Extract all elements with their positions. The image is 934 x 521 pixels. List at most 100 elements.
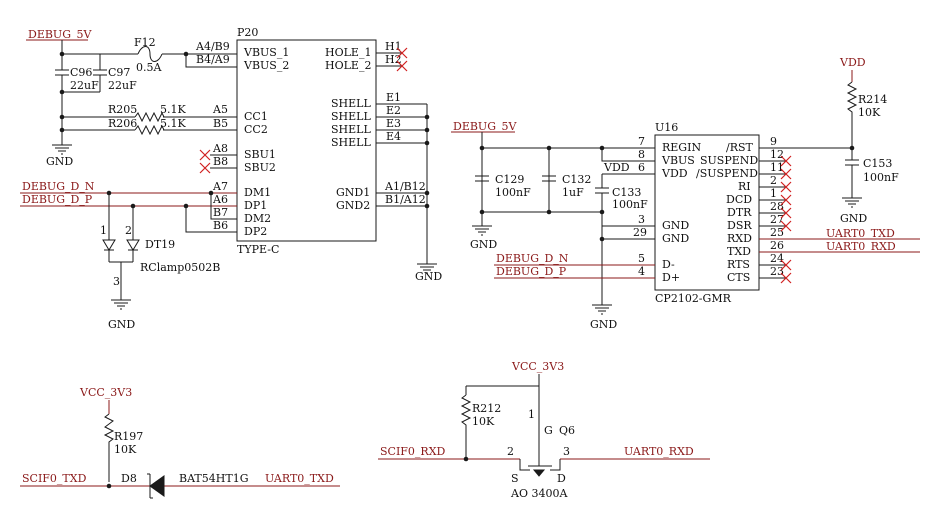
- u16-pin-dtr: DTR: [727, 206, 752, 219]
- p20-pinnum-b4a9: B4/A9: [196, 53, 230, 66]
- r212-icon: [460, 394, 472, 459]
- dt19-pin2: 2: [125, 224, 132, 237]
- u16-pin-txd: TXD: [727, 245, 751, 258]
- caps-c96-c97: [55, 54, 107, 93]
- net-debug-dp-left: DEBUG_D_P: [22, 193, 93, 206]
- ground-icon: [111, 299, 131, 310]
- p20-pinnum-e3: E3: [386, 117, 401, 130]
- c96-refdes: C96: [70, 66, 92, 79]
- dt19-pin1: 1: [100, 224, 107, 237]
- u16-value: CP2102-GMR: [655, 292, 732, 305]
- junction-dot: [546, 209, 552, 215]
- u16-right-wires: [759, 147, 852, 279]
- u16-pin-regin: REGIN: [662, 141, 701, 154]
- p20-pinnum-a7: A7: [212, 180, 228, 193]
- p20-pinnum-b1a12: B1/A12: [385, 193, 426, 206]
- u16-pin-dp: D+: [662, 271, 680, 284]
- p20-pin-dp1: DP1: [244, 199, 267, 212]
- r197-value: 10K: [114, 443, 137, 456]
- p20-pin-gnd2: GND2: [336, 199, 370, 212]
- c153-refdes: C153: [863, 157, 892, 170]
- p20-pin-hole1: HOLE_1: [325, 46, 371, 59]
- dt19-refdes: DT19: [145, 238, 175, 251]
- gnd-label-u16: GND: [590, 318, 617, 331]
- q6-source-label: S: [511, 472, 519, 485]
- p20-value: TYPE-C: [237, 243, 279, 256]
- p20-pin-shell-c: SHELL: [331, 123, 371, 136]
- u16-pin-dm: D-: [662, 258, 675, 271]
- u16-pin-ri: RI: [738, 180, 751, 193]
- r205-icon: [134, 111, 165, 123]
- u16-pin-suspend: SUSPEND: [700, 154, 758, 167]
- regin-wires: [481, 132, 655, 226]
- p20-pinnum-e4: E4: [386, 130, 401, 143]
- r197-icon: [103, 413, 115, 482]
- net-vcc3v3-right: VCC_3V3: [511, 360, 564, 373]
- p20-pin-gnd1: GND1: [336, 186, 370, 199]
- ground-icon: [417, 263, 437, 274]
- q6-gate-label: G: [544, 424, 553, 437]
- u16-pinnum-3: 3: [638, 213, 645, 226]
- u16-pinnum-26: 26: [770, 239, 784, 252]
- data-line-wires: [20, 192, 237, 207]
- r205-value: 5.1K: [160, 103, 186, 116]
- u16-pin-nsuspend: /SUSPEND: [696, 167, 758, 180]
- u16-pin-vdd: VDD: [661, 167, 688, 180]
- net-vdd-r214: VDD: [839, 56, 866, 69]
- r214-icon: [846, 81, 858, 148]
- junction-dot: [183, 51, 189, 57]
- c132-refdes: C132: [562, 173, 591, 186]
- data-line-bridges: [185, 193, 237, 233]
- u16-pin-cts: CTS: [727, 271, 750, 284]
- q6-body-diode-icon: [532, 469, 546, 477]
- c129-value: 100nF: [495, 186, 531, 199]
- p20-pin-vbus1: VBUS_1: [243, 46, 289, 59]
- d8-block: VCC_3V3 R197 10K SCIF0_TXD D8 BAT54HT1G …: [20, 386, 340, 499]
- c153-icon: [845, 148, 859, 198]
- p20-pin-vbus2: VBUS_2: [243, 59, 289, 72]
- u16-pin-rst: /RST: [726, 141, 754, 154]
- p20-pinnum-b7: B7: [213, 206, 228, 219]
- p20-pinnum-e1: E1: [386, 91, 401, 104]
- esd-diode-icon: [102, 239, 140, 251]
- junction-dot: [59, 127, 65, 133]
- ground-icon: [472, 225, 492, 236]
- net-scif0-txd: SCIF0_TXD: [22, 472, 87, 485]
- dt19-pin3: 3: [113, 275, 120, 288]
- r206-refdes: R206: [108, 117, 137, 130]
- u16-pinnum-23: 23: [770, 265, 784, 278]
- u16-pinnum-25: 25: [770, 226, 784, 239]
- c97-refdes: C97: [108, 66, 130, 79]
- p20-gnd-wires: [376, 192, 427, 207]
- q6-drain-label: D: [557, 472, 566, 485]
- vdd-label-u16: VDD: [603, 161, 630, 174]
- u16-pin-rxd: RXD: [727, 232, 752, 245]
- p20-pinnum-a5: A5: [212, 103, 228, 116]
- u16-pinnum-27: 27: [770, 213, 784, 226]
- u16-pin-dcd: DCD: [726, 193, 752, 206]
- sbu-noconnect-icon: [199, 149, 211, 174]
- p20-pin-sbu1: SBU1: [244, 148, 276, 161]
- p20-pin-dp2: DP2: [244, 225, 267, 238]
- net-debug5v-right: DEBUG_5V: [453, 120, 517, 133]
- uart-out-wires: [759, 238, 920, 253]
- c133-value: 100nF: [612, 198, 648, 211]
- u16-pin-gnd2: GND: [662, 232, 689, 245]
- junction-dot: [424, 114, 430, 120]
- junction-dot: [424, 190, 430, 196]
- gnd-label-c153: GND: [840, 212, 867, 225]
- d8-schottky-icon: [147, 473, 165, 499]
- p20-hole-wires: [376, 52, 402, 67]
- c96-value: 22uF: [70, 79, 99, 92]
- net-vcc3v3-left: VCC_3V3: [79, 386, 132, 399]
- junction-dot: [183, 203, 189, 209]
- cc-wires: [61, 92, 237, 145]
- u16-gnd-wires: [601, 212, 655, 305]
- p20-pinnum-a6: A6: [212, 193, 228, 206]
- junction-dot: [59, 114, 65, 120]
- q6-mosfet-icon: [519, 440, 561, 471]
- usb-typec-block: P20 TYPE-C VBUS_1 VBUS_2 CC1 CC2 SBU1 SB…: [20, 26, 442, 331]
- junction-dot: [599, 145, 605, 151]
- p20-pinnum-b6: B6: [213, 219, 228, 232]
